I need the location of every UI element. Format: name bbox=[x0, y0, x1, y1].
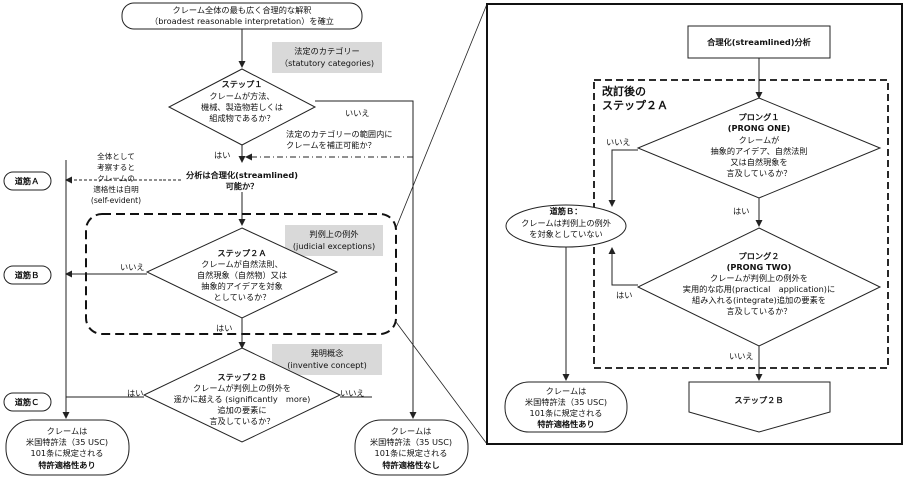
eligible-line-4: 特許適格性あり bbox=[38, 460, 95, 470]
streamlined-box bbox=[687, 25, 831, 59]
prong1-line-3: 又は自然現象を bbox=[730, 157, 787, 167]
step2a-yes-label: はい bbox=[216, 323, 232, 333]
prong1-line-2: 抽象的アイデア、自然法則 bbox=[710, 146, 807, 156]
start-line-1: クレーム全体の最も広く合理的な解釈 bbox=[173, 5, 312, 15]
step2a-line-2: 自然現象（自然物）又は bbox=[197, 270, 287, 280]
step1-yes-label: はい bbox=[214, 150, 230, 160]
right-eligible-line-2: 米国特許法（35 USC) bbox=[525, 397, 607, 407]
start-line-2: （broadest reasonable interpretation）を確立 bbox=[150, 16, 334, 26]
step2b-line-3: 追加の要素に bbox=[217, 405, 266, 415]
prong2-no-label: いいえ bbox=[729, 351, 754, 361]
prong1-yes-label: はい bbox=[733, 206, 749, 216]
streamlined-question-1: 分析は合理化(streamlined) bbox=[186, 170, 298, 180]
eligible-line-1: クレームは bbox=[47, 426, 88, 436]
right-eligible-line-4: 特許適格性あり bbox=[537, 419, 594, 429]
right-eligible-line-3: 101条に規定される bbox=[530, 408, 603, 418]
prong1-title: プロング１ bbox=[739, 112, 780, 122]
not-eligible-line-4: 特許適格性なし bbox=[382, 460, 439, 470]
whole-line-2: 考察すると bbox=[97, 162, 135, 172]
step2b-line-1: クレームが判例上の例外を bbox=[193, 383, 291, 393]
zoom-line-top bbox=[395, 3, 488, 229]
step2a-line-4: としているか？ bbox=[213, 292, 270, 302]
step2b-line-2: 遥かに越える (significantly more) bbox=[174, 394, 311, 404]
step2b-diamond bbox=[142, 347, 342, 443]
prong1-no-label: いいえ bbox=[606, 137, 631, 147]
statutory-line-2: （statutory categories) bbox=[280, 58, 374, 68]
prong1-subtitle: (PRONG ONE) bbox=[728, 123, 791, 133]
not-eligible-line-2: 米国特許法（35 USC) bbox=[370, 437, 452, 447]
judicial-exceptions-box bbox=[285, 225, 383, 256]
step2a-line-1: クレームが自然法則、 bbox=[201, 259, 283, 269]
path-b-line-2: を対象としていない bbox=[529, 229, 602, 239]
not-eligible-line-3: 101条に規定される bbox=[375, 448, 448, 458]
prong2-line-1: クレームが判例上の例外を bbox=[710, 273, 808, 283]
step1-line-2: 機械、製造物若しくは bbox=[201, 102, 283, 112]
step2b-line-4: 言及しているか？ bbox=[209, 416, 274, 426]
inventive-concept-box bbox=[272, 344, 382, 375]
zoom-line-bottom bbox=[395, 321, 488, 445]
inventive-line-1: 発明概念 bbox=[311, 348, 344, 358]
prong2-title: プロング２ bbox=[739, 251, 780, 261]
step1-no-label: いいえ bbox=[345, 108, 370, 118]
clarify-line-1: 法定のカテゴリーの範囲内に bbox=[286, 129, 392, 139]
prong1-line-1: クレームが bbox=[739, 135, 780, 145]
eligible-line-2: 米国特許法（35 USC) bbox=[26, 437, 108, 447]
step2b-no-label: いいえ bbox=[340, 388, 365, 398]
step2a-line-3: 抽象的アイデアを対象 bbox=[201, 281, 282, 291]
prong1-line-4: 言及しているか？ bbox=[726, 168, 791, 178]
streamlined-question-2: 可能か？ bbox=[226, 181, 259, 191]
prong2-subtitle: (PRONG TWO) bbox=[727, 262, 792, 272]
eligible-outcome bbox=[5, 419, 130, 476]
path-b-label-box bbox=[3, 265, 52, 285]
whole-line-1: 全体として bbox=[97, 151, 135, 161]
step1-line-3: 組成物であるか？ bbox=[209, 113, 274, 123]
right-eligible-outcome bbox=[504, 381, 628, 433]
prong2-line-3: 組み入れる(integrate)追加の要素を bbox=[692, 295, 826, 305]
step1-title: ステップ１ bbox=[222, 79, 263, 89]
eligible-line-3: 101条に規定される bbox=[31, 448, 104, 458]
path-c-label: 道筋Ｃ bbox=[15, 397, 40, 407]
step2b-title: ステップ２Ｂ bbox=[217, 372, 266, 382]
prong2-line-2: 実用的な応用(practical application)に bbox=[683, 284, 835, 294]
judicial-line-2: (judicial exceptions) bbox=[293, 241, 375, 251]
path-b-label: 道筋Ｂ bbox=[15, 270, 40, 280]
path-b-line-1: クレームは判例上の例外 bbox=[521, 218, 611, 228]
step2a-no-label: いいえ bbox=[120, 262, 145, 272]
revised-title-1: 改訂後の bbox=[602, 84, 646, 98]
path-a-label-box bbox=[3, 171, 52, 191]
right-eligible-line-1: クレームは bbox=[546, 386, 587, 396]
statutory-categories-box bbox=[272, 42, 382, 73]
streamlined-label: 合理化(streamlined)分析 bbox=[706, 37, 811, 47]
revised-title-2: ステップ２Ａ bbox=[602, 98, 668, 112]
step2a-title: ステップ２Ａ bbox=[217, 248, 266, 258]
path-a-label: 道筋Ａ bbox=[15, 176, 40, 186]
whole-line-4: 適格性は自明 bbox=[93, 184, 139, 194]
path-b-title: 道筋Ｂ： bbox=[550, 206, 583, 216]
prong2-yes-label: はい bbox=[616, 290, 632, 300]
path-c-label-box bbox=[3, 392, 52, 412]
whole-line-3: クレームの bbox=[97, 174, 135, 183]
step1-line-1: クレームが方法、 bbox=[209, 91, 274, 101]
clarify-line-2: クレームを補正可能か？ bbox=[286, 140, 376, 150]
not-eligible-line-1: クレームは bbox=[391, 426, 432, 436]
whole-line-5: (self-evident) bbox=[91, 196, 141, 205]
right-step2b-label: ステップ２Ｂ bbox=[734, 395, 783, 405]
revised-step2a-region bbox=[593, 79, 889, 369]
prong2-line-4: 言及しているか？ bbox=[726, 306, 791, 316]
right-step2b-box bbox=[688, 381, 831, 433]
inventive-line-2: (inventive concept) bbox=[287, 360, 367, 370]
judicial-line-1: 判例上の例外 bbox=[309, 229, 358, 239]
not-eligible-outcome bbox=[354, 419, 469, 476]
statutory-line-1: 法定のカテゴリー bbox=[294, 46, 360, 56]
step2b-yes-label: はい bbox=[127, 388, 143, 398]
